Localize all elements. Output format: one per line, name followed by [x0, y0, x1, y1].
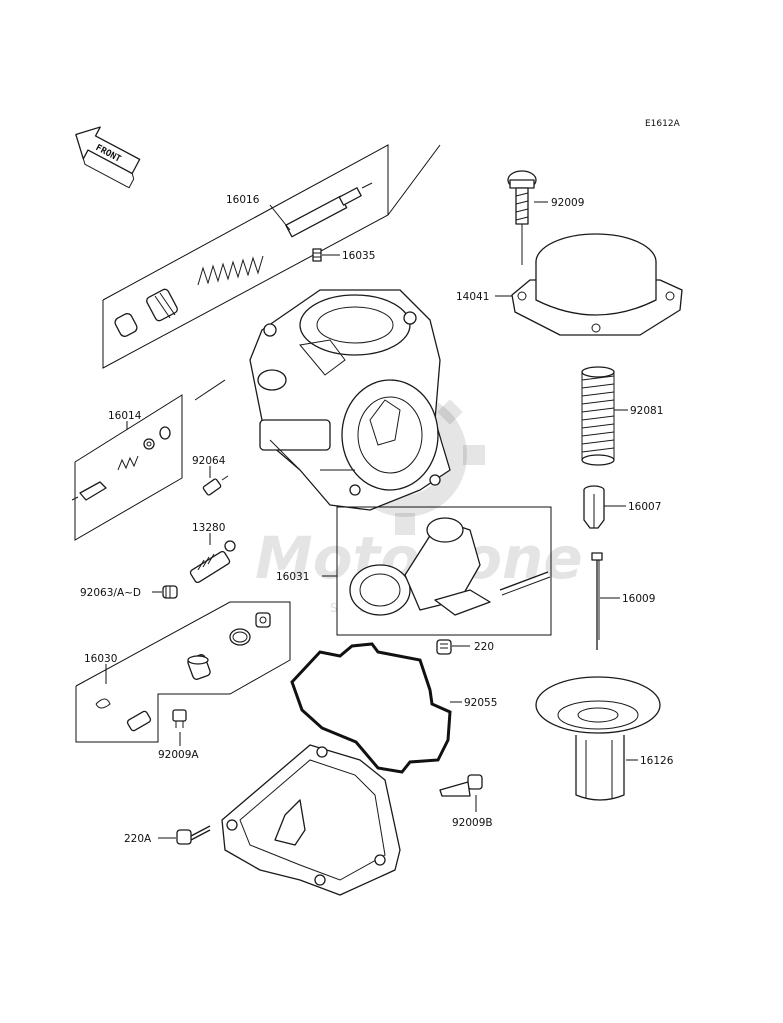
part-labels: 16016 16035 16014 92064 13280 92063/A~D … — [80, 194, 674, 845]
label-92063: 92063/A~D — [80, 587, 141, 599]
part-16035-screw — [312, 248, 322, 262]
part-14041-cover — [511, 233, 683, 336]
label-16009: 16009 — [622, 593, 655, 605]
front-arrow-icon: FRONT — [75, 126, 141, 189]
label-92009A: 92009A — [158, 749, 199, 761]
part-220 — [436, 639, 452, 655]
label-16126: 16126 — [640, 755, 674, 767]
group-16014 — [71, 394, 183, 541]
float-bowl — [221, 744, 401, 896]
label-220A: 220A — [124, 833, 152, 845]
label-16016: 16016 — [226, 194, 260, 206]
label-16035: 16035 — [342, 250, 375, 262]
label-16031: 16031 — [276, 571, 309, 583]
part-92009B — [439, 774, 483, 797]
part-92081-spring — [581, 366, 615, 466]
label-16007: 16007 — [628, 501, 661, 513]
label-92009: 92009 — [551, 197, 584, 209]
group-16016 — [102, 144, 441, 401]
part-16126-piston — [535, 676, 661, 801]
label-92064: 92064 — [192, 455, 226, 467]
label-14041: 14041 — [456, 291, 489, 303]
group-16030 — [75, 601, 291, 743]
part-16009-needle — [591, 552, 603, 650]
label-16014: 16014 — [108, 410, 142, 422]
part-220A — [176, 825, 211, 845]
label-13280: 13280 — [192, 522, 225, 534]
label-92009B: 92009B — [452, 817, 493, 829]
label-16030: 16030 — [84, 653, 117, 665]
part-92064 — [202, 475, 229, 496]
part-92055-gasket — [290, 642, 452, 774]
part-13280 — [189, 540, 236, 584]
part-92009A — [172, 709, 187, 728]
label-92055: 92055 — [464, 697, 497, 709]
carburetor-body — [249, 289, 451, 511]
part-92009 — [507, 170, 537, 265]
part-16007-holder — [583, 485, 605, 529]
diagram-code: E1612A — [645, 119, 681, 129]
label-220: 220 — [474, 641, 494, 653]
part-92063 — [162, 585, 178, 599]
group-16031 — [336, 506, 552, 636]
label-92081: 92081 — [630, 405, 663, 417]
